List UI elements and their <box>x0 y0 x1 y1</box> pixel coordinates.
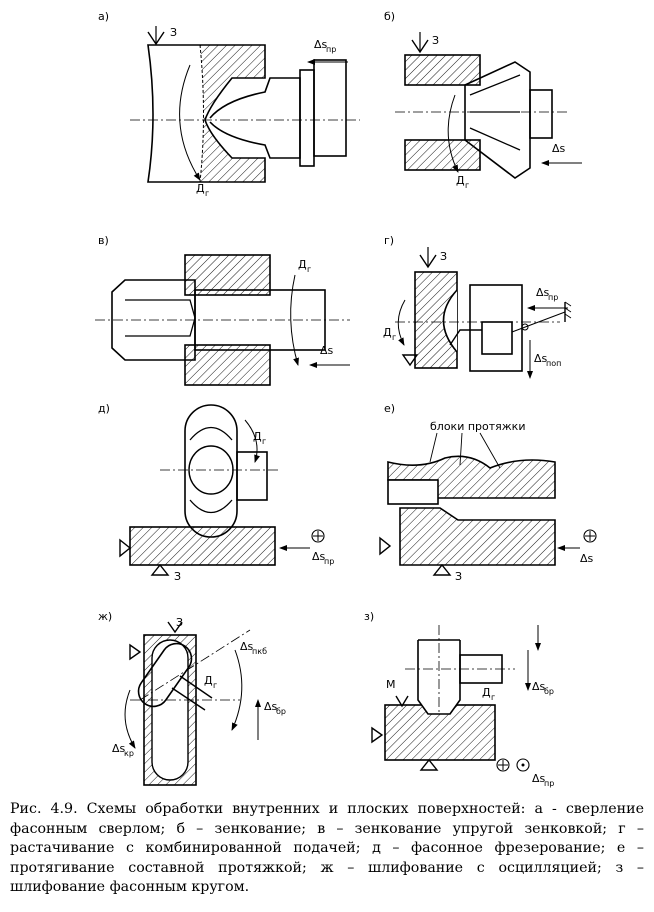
form-cutter <box>184 404 238 538</box>
clamp-label: З <box>432 34 439 47</box>
caption-text: Рис. 4.9. Схемы обработки внутренних и п… <box>10 801 644 895</box>
workpiece <box>399 507 556 566</box>
clamp-label: З <box>174 570 181 583</box>
panel-d: г) З Δs пр Δs поп Д г <box>383 234 572 379</box>
feed-label: Δs <box>580 552 594 565</box>
clamp-symbol <box>167 621 183 634</box>
broach-blocks <box>387 455 556 499</box>
panel-g-letter: ж) <box>98 610 112 623</box>
workpiece-top <box>184 254 271 296</box>
feed3-label: Δs <box>112 742 126 755</box>
panel-d-letter: г) <box>384 234 394 247</box>
rot-label: Д <box>456 174 465 187</box>
feed-sub: бр <box>544 687 554 696</box>
feed-label: Δs <box>312 550 326 563</box>
countersink-shank <box>529 89 553 139</box>
clamp-symbol <box>432 563 452 576</box>
cutter-block <box>481 321 513 355</box>
rot-sub: г <box>262 437 266 446</box>
rotation-arrow <box>179 64 201 181</box>
panel-c-letter: в) <box>98 234 109 247</box>
panel-a-letter: а) <box>98 10 109 23</box>
rot-sub: г <box>205 189 209 198</box>
rotation-arrow <box>447 94 459 173</box>
break-line <box>199 44 204 183</box>
clamp-label: М <box>386 678 396 691</box>
clamp-label: З <box>170 26 177 39</box>
form-grinding-wheel <box>417 640 461 715</box>
feed2-label: Δs <box>534 352 548 365</box>
panel-h: з) М Δs бр Δs пр Д г <box>364 610 554 788</box>
feed-label: Δs <box>240 640 254 653</box>
rot-sub: г <box>307 265 311 274</box>
rotation-arrow <box>397 299 406 346</box>
feed-sub: пр <box>548 293 558 302</box>
feed3-arrow <box>124 689 136 749</box>
wheel-spindle <box>171 675 213 711</box>
feed2-sub: пр <box>544 779 554 788</box>
rot-sub: г <box>213 681 217 690</box>
workpiece-top <box>404 54 481 86</box>
feed2-sub: бр <box>276 707 286 716</box>
feed2-label: Δs <box>264 700 278 713</box>
panel-e: д) З Δs пр Д г <box>98 402 334 583</box>
figure-caption: Рис. 4.9. Схемы обработки внутренних и п… <box>10 800 644 898</box>
grinding-wheel <box>137 642 193 708</box>
rot-label: Д <box>253 430 262 443</box>
rot-sub: г <box>392 333 396 342</box>
feed-arrow <box>231 649 243 731</box>
clamp-symbol <box>395 695 409 708</box>
feed-label: Δs <box>314 38 328 51</box>
rot-label: Д <box>204 674 213 687</box>
panel-e-letter: д) <box>98 402 110 415</box>
broach-blocks-note: блоки протяжки <box>430 420 525 433</box>
clamp-label: З <box>176 616 183 629</box>
panel-c: в) Δs Д г <box>95 234 350 386</box>
rot-label: Д <box>298 258 307 271</box>
panel-g: ж) З Δs пкб Δs бр Δs кр Д г <box>98 610 286 786</box>
rotation-arrow <box>244 419 260 463</box>
clamp-label: З <box>440 250 447 263</box>
cutter-arbor <box>236 451 268 501</box>
rot-label: Д <box>196 182 205 195</box>
feed-sub: пр <box>324 557 334 566</box>
clamp-symbol <box>150 563 170 576</box>
countersink <box>464 61 531 179</box>
rotation-arrow <box>290 274 299 366</box>
workpiece-bottom <box>404 139 481 171</box>
drill-holder <box>313 59 347 157</box>
elastic-countersink <box>111 279 196 361</box>
feed-label: Δs <box>552 142 566 155</box>
panel-h-letter: з) <box>364 610 374 623</box>
clamp-label: З <box>455 570 462 583</box>
rot-sub: г <box>465 181 469 190</box>
rot-label: Д <box>482 686 491 699</box>
workpiece <box>129 526 276 566</box>
feed-label: Δs <box>536 286 550 299</box>
feed2-sub: поп <box>546 359 561 368</box>
drill-shank <box>299 69 315 167</box>
machining-schemes-figure: а) З Δs пр Д г б) З Δs Д <box>95 10 597 788</box>
rot-label: Д <box>383 326 392 339</box>
workpiece-bottom <box>184 344 271 386</box>
rot-sub: г <box>491 693 495 702</box>
feed3-sub: кр <box>124 749 134 758</box>
boring-head <box>469 284 523 372</box>
feed2-label: Δs <box>532 772 546 785</box>
panel-a: а) З Δs пр Д г <box>98 10 360 198</box>
panel-b-letter: б) <box>384 10 395 23</box>
panel-b: б) З Δs Д г <box>384 10 582 190</box>
panel-f: е) блоки протяжки З Δs <box>379 402 597 583</box>
workpiece-section <box>200 45 265 182</box>
feed-label: Δs <box>320 344 334 357</box>
panel-f-letter: е) <box>384 402 395 415</box>
feed-sub: пр <box>326 45 336 54</box>
feed-label: Δs <box>532 680 546 693</box>
feed-sub: пкб <box>252 647 267 656</box>
